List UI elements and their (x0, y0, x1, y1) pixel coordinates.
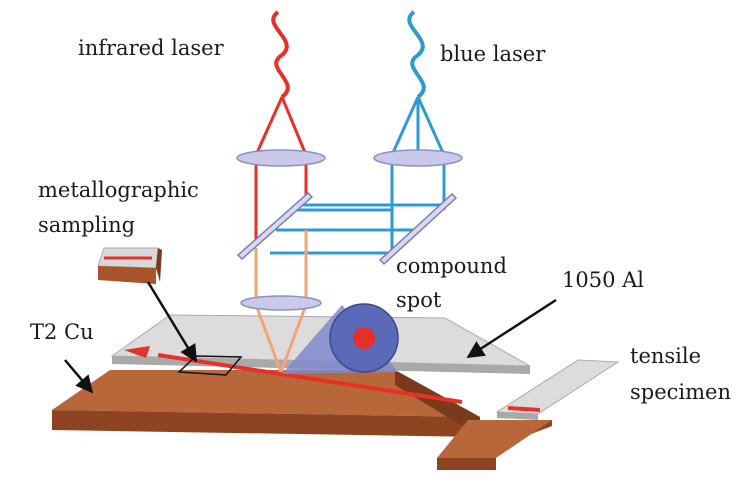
infrared-wave (271, 10, 290, 99)
metallographic-label: metallographic (38, 178, 199, 202)
reflective-mirror (378, 192, 458, 266)
blue-lens (373, 149, 463, 167)
spot-label: spot (396, 288, 442, 312)
specimen-label: specimen (630, 380, 731, 404)
dichroic-mirror (236, 191, 314, 261)
tensile-specimen (437, 359, 620, 470)
spot-inner (353, 327, 375, 349)
blue-laser-label: blue laser (440, 42, 546, 66)
al-pointer-arrow (466, 298, 557, 359)
blue-wave (407, 10, 426, 99)
weld-seam (124, 346, 463, 404)
copper-plate (52, 370, 480, 437)
sampling-label: sampling (38, 213, 136, 237)
infrared-laser-label: infrared laser (78, 36, 224, 60)
weld-direction-arrow (124, 346, 150, 358)
compound-label: compound (396, 254, 507, 278)
focusing-lens (240, 295, 322, 311)
combined-beam (254, 230, 308, 373)
al-label: 1050 Al (562, 268, 645, 292)
infrared-lens (236, 149, 326, 167)
metallographic-sample (97, 247, 162, 284)
sampling-pointer-arrow (146, 281, 198, 363)
tensile-label: tensile (630, 344, 702, 368)
cu-label: T2 Cu (30, 320, 94, 344)
compound-spot (282, 303, 399, 374)
sampling-window (177, 355, 243, 376)
cu-pointer-arrow (64, 359, 94, 394)
